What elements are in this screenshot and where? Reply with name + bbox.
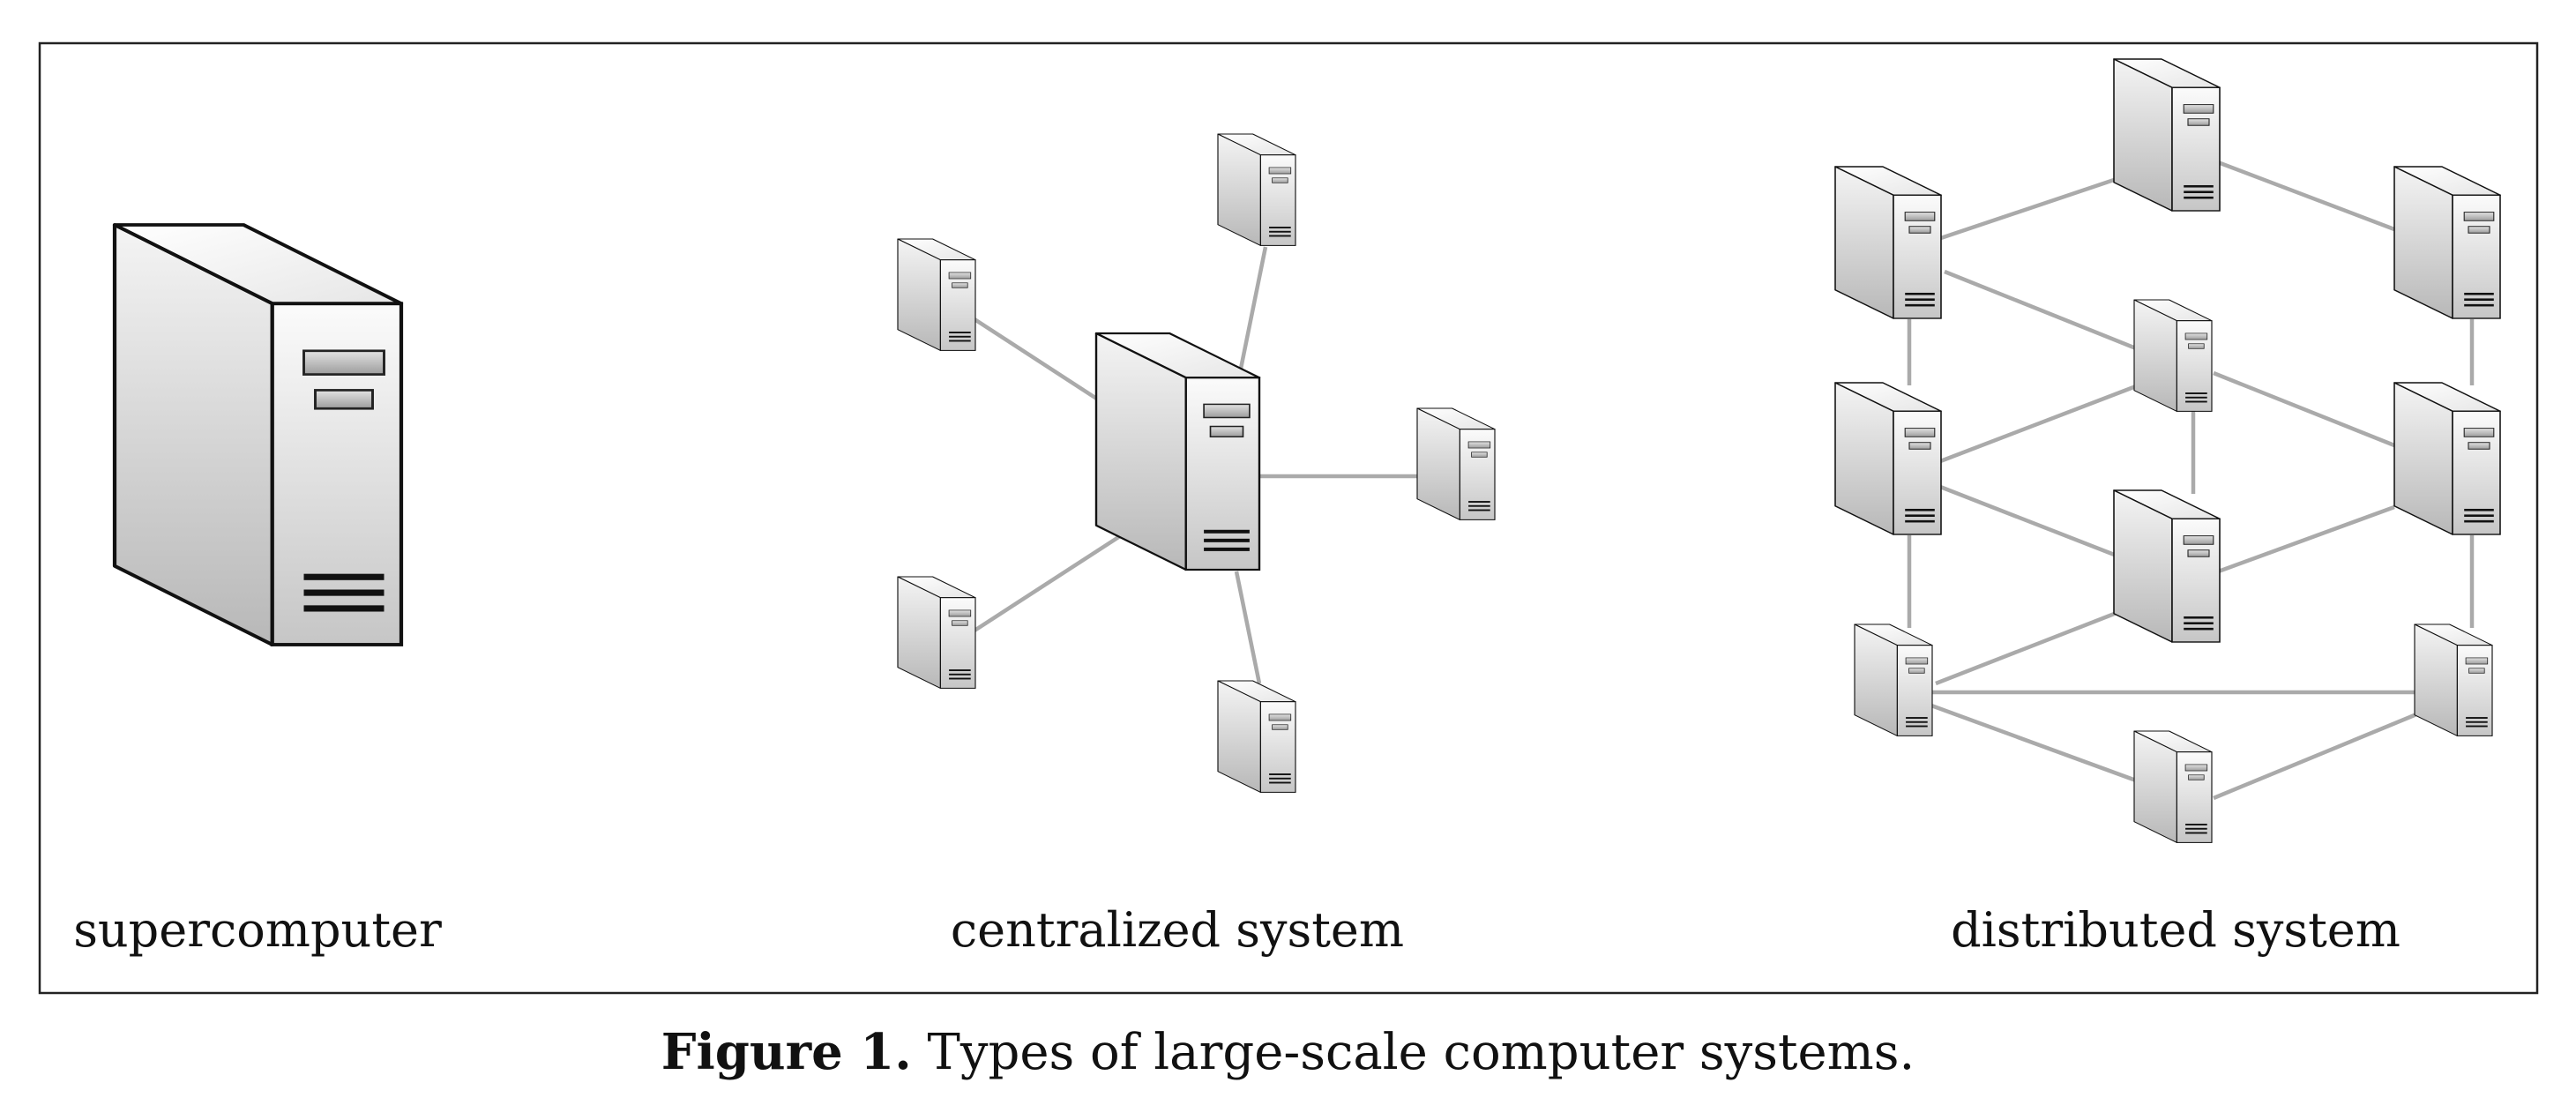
caption-text: Types of large-scale computer systems. [927, 1024, 1915, 1081]
distributed-connections [1907, 160, 2475, 801]
distributed-panel: distributed system [1834, 58, 2501, 958]
figure-caption: Figure 1. Types of large-scale computer … [0, 1023, 2576, 1081]
node-server-icon [1854, 623, 1933, 736]
server-tower-icon [115, 225, 401, 645]
node-server-icon [2113, 489, 2221, 643]
node-server-icon [1834, 166, 1942, 319]
client-server-icon [1217, 133, 1296, 246]
client-server-icon [897, 576, 976, 689]
centralized-label: centralized system [951, 902, 1404, 958]
centralized-panel: centralized system [897, 133, 1496, 958]
supercomputer-panel: supercomputer [73, 225, 442, 958]
client-server-icon [1416, 407, 1496, 520]
node-server-icon [2414, 623, 2493, 736]
figure-frame [38, 41, 2539, 995]
node-server-icon [2133, 299, 2213, 412]
central-server-icon [1094, 332, 1261, 571]
node-server-icon [2133, 730, 2213, 843]
node-server-icon [1834, 382, 1942, 535]
client-server-icon [897, 238, 976, 351]
client-server-icon [1217, 680, 1296, 793]
distributed-label: distributed system [1951, 902, 2401, 958]
node-server-icon [2113, 58, 2221, 212]
node-server-icon [2393, 382, 2501, 535]
caption-label: Figure 1. [661, 1023, 912, 1081]
node-server-icon [2393, 166, 2501, 319]
supercomputer-label: supercomputer [73, 902, 442, 958]
centralized-connections [973, 246, 1420, 684]
